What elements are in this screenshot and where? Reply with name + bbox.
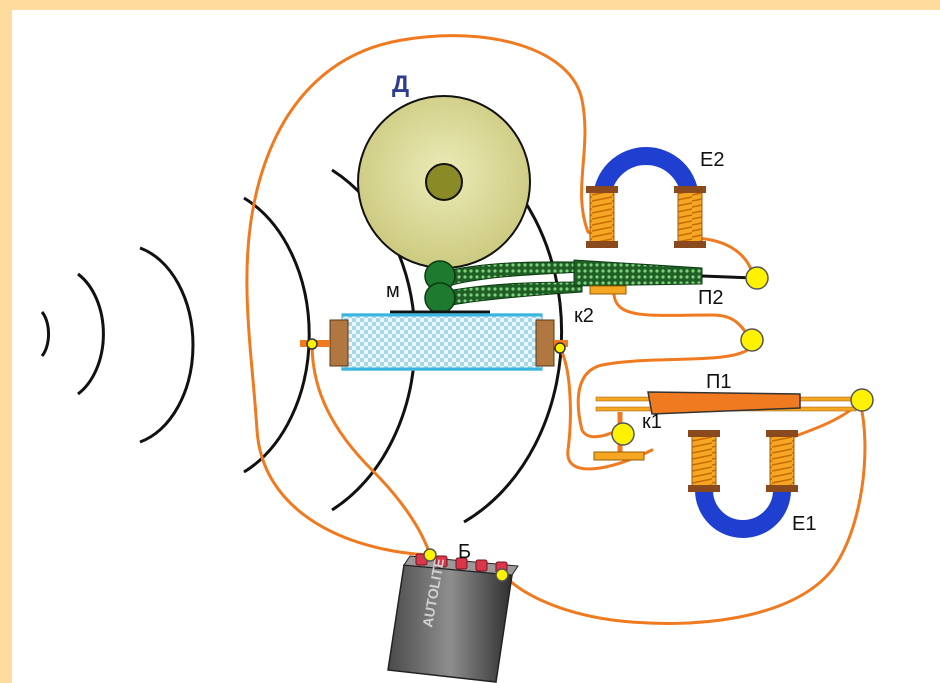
wave-arc [139,246,195,444]
battery-cap [435,555,448,568]
e2-coil-right-cap-bottom [674,241,706,248]
coherer-right-plug [535,319,555,367]
e2-coil-right-cap-top [674,186,706,193]
electromagnet-e1 [688,430,798,538]
e2-coil-left-cap-bottom [586,241,618,248]
label-contact-k2: к2 [574,305,594,327]
bell [357,95,531,269]
hammer-ball-bottom [424,282,456,314]
label-contact-k1: к1 [642,411,662,433]
e2-coil-left-cap-top [586,186,618,193]
label-plate-p2: П2 [698,287,724,309]
e2-core [593,147,699,240]
wire-coherer-right [558,346,654,471]
e1-coil-left [691,433,717,489]
e1-coil-left-cap-top [688,430,720,437]
label-magnet-e2: Е2 [700,149,724,171]
coherer-right-terminal [554,342,566,354]
p2-terminal [745,266,769,290]
p1-upper-terminal [740,328,764,352]
coherer-left-plug [329,319,349,367]
hammer [390,260,583,314]
radio-receiver-diagram: AUTOLITE Д м Е2 к2 П2 П1 к1 Е1 Б [40,34,874,683]
e2-coil-right [677,189,703,245]
bell-center [425,163,463,201]
wire-p1-battery [502,400,867,625]
battery-body [387,564,513,683]
e1-coil-right-cap-bottom [766,485,798,492]
k1-terminal [611,422,635,446]
e1-core [695,440,791,538]
coherer-tube [341,313,543,371]
coherer [300,313,568,371]
battery-cap [455,557,468,570]
electromagnet-e2 [586,147,706,248]
wave-arc [77,272,105,396]
p1-terminal [850,388,874,412]
label-battery: Б [458,541,471,563]
label-magnet-e1: Е1 [792,513,816,535]
battery: AUTOLITE [387,548,519,683]
wire-coherer-left [310,342,432,557]
label-plate-p1: П1 [706,371,732,393]
wave-arc [243,196,311,474]
k1-base [593,451,645,461]
armature-p2 [573,259,769,352]
armature-p1 [593,388,874,461]
wave-arc [40,311,50,357]
e1-coil-right [769,433,795,489]
coherer-left-terminal [306,338,318,350]
battery-terminal-right [495,568,509,582]
label-hammer: м [386,280,400,302]
label-bell: Д [392,71,409,98]
e1-coil-right-cap-top [766,430,798,437]
wire-k2-p1 [612,293,752,340]
p2-armature [573,259,703,287]
wire-outer-loop [245,34,604,557]
battery-caps [415,553,508,574]
diagram-canvas: AUTOLITE Д м Е2 к2 П2 П1 к1 Е1 Б [12,10,940,683]
hammer-arm-lower [441,281,583,306]
battery-terminal-left [423,548,437,562]
e1-coil-left-cap-bottom [688,485,720,492]
e2-coil-left [589,189,615,245]
battery-cap [475,559,488,572]
p1-armature [647,391,801,415]
wire-p1-k1 [576,346,752,439]
k2-contact [589,285,627,295]
